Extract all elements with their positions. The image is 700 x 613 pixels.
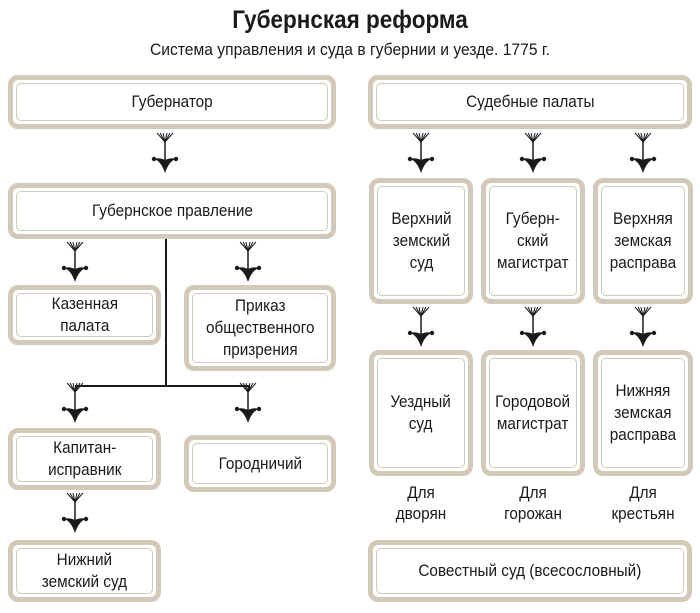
- arrow-down-icon: [513, 132, 553, 174]
- conscience-court-box: Совестный суд (всесословный): [368, 540, 692, 602]
- charity-box: Приказ общественного призрения: [184, 285, 336, 371]
- arrow-down-icon: [228, 382, 268, 424]
- captain-box: Капитан- исправник: [8, 428, 161, 490]
- arrow-down-icon: [623, 132, 663, 174]
- diagram-subtitle: Система управления и суда в губернии и у…: [149, 40, 551, 59]
- lower-tribunal-box: Нижняя земская расправа: [593, 350, 693, 476]
- provincial-magistrate-label: Губерн- ский магистрат: [497, 209, 569, 272]
- estate-townspeople-label: Для горожан: [504, 483, 562, 523]
- upper-court-box: Верхний земский суд: [369, 178, 473, 304]
- governor-label: Губернатор: [131, 92, 213, 111]
- city-magistrate-label: Городовой магистрат: [495, 392, 571, 433]
- arrow-down-icon: [55, 382, 95, 424]
- captain-label: Капитан- исправник: [47, 438, 122, 479]
- lower-tribunal-label: Нижняя земская расправа: [609, 381, 677, 444]
- estate-peasants-label: Для крестьян: [611, 483, 675, 523]
- diagram-title: Губернская реформа: [232, 6, 468, 34]
- district-court-label: Уездный суд: [390, 392, 452, 433]
- upper-court-label: Верхний земский суд: [390, 209, 452, 272]
- connector-line: [75, 385, 249, 387]
- connector-line: [165, 239, 167, 386]
- upper-tribunal-label: Верхняя земская расправа: [609, 209, 677, 272]
- lower-court-label: Нижний земский суд: [41, 550, 128, 591]
- provincial-magistrate-box: Губерн- ский магистрат: [481, 178, 585, 304]
- mayor-label: Городничий: [218, 453, 302, 473]
- mayor-box: Городничий: [184, 435, 336, 492]
- charity-label: Приказ общественного призрения: [205, 296, 315, 359]
- judicial-chambers-label: Судебные палаты: [465, 92, 595, 111]
- city-magistrate-box: Городовой магистрат: [481, 350, 585, 476]
- arrow-down-icon: [55, 492, 95, 534]
- estate-nobles-label: Для дворян: [395, 483, 447, 523]
- arrow-down-icon: [401, 306, 441, 348]
- district-court-box: Уездный суд: [369, 350, 473, 476]
- provincial-board-box: Губернское правление: [8, 183, 336, 239]
- treasury-label: Казенная палата: [51, 294, 118, 335]
- upper-tribunal-box: Верхняя земская расправа: [593, 178, 693, 304]
- treasury-box: Казенная палата: [8, 285, 161, 345]
- arrow-down-icon: [228, 241, 268, 283]
- arrow-down-icon: [401, 132, 441, 174]
- conscience-court-label: Совестный суд (всесословный): [418, 561, 642, 580]
- judicial-chambers-box: Судебные палаты: [368, 75, 692, 129]
- arrow-down-icon: [145, 132, 185, 174]
- arrow-down-icon: [623, 306, 663, 348]
- provincial-board-label: Губернское правление: [91, 201, 253, 220]
- arrow-down-icon: [513, 306, 553, 348]
- lower-court-box: Нижний земский суд: [8, 540, 161, 602]
- arrow-down-icon: [55, 241, 95, 283]
- governor-box: Губернатор: [8, 75, 336, 129]
